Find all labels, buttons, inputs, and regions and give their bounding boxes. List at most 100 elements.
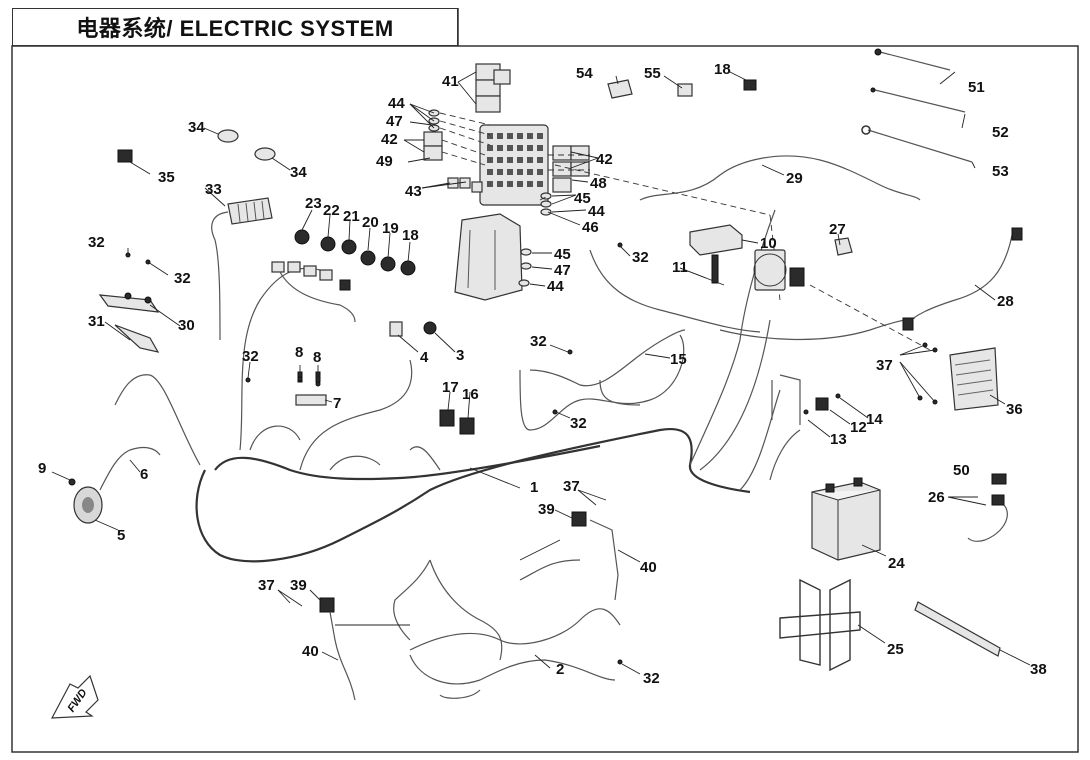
cable-52	[874, 89, 966, 113]
callout-40b: 40	[302, 643, 319, 660]
callout-31: 31	[88, 313, 105, 330]
part-34a	[217, 129, 239, 143]
module-10	[689, 224, 805, 291]
bolt-9	[68, 478, 76, 486]
callout-3: 3	[456, 347, 464, 364]
fwd-arrow: FWD	[50, 674, 99, 719]
callout-44b: 44	[588, 203, 605, 220]
horn-5	[73, 446, 161, 524]
callout-6: 6	[140, 466, 148, 483]
callout-37a: 37	[876, 357, 893, 374]
callout-9: 9	[38, 460, 46, 477]
callout-42a: 42	[381, 131, 398, 148]
callout-29: 29	[786, 170, 803, 187]
callout-18-top: 18	[714, 61, 731, 78]
sensor-40b	[329, 611, 356, 701]
callout-45b: 45	[554, 246, 571, 263]
callout-2: 2	[556, 661, 564, 678]
battery-bracket-25	[779, 578, 861, 672]
callout-50: 50	[953, 462, 970, 479]
callout-54: 54	[576, 65, 593, 82]
callout-7: 7	[333, 395, 341, 412]
harness-15	[519, 334, 685, 431]
callout-49: 49	[376, 153, 393, 170]
callout-32d: 32	[530, 333, 547, 350]
connector-cluster	[271, 261, 356, 323]
callout-10: 10	[760, 235, 777, 252]
leader-lines	[51, 71, 1031, 675]
part-4	[389, 321, 403, 337]
callout-32b: 32	[174, 270, 191, 287]
callout-47b: 47	[554, 262, 571, 279]
callout-40a: 40	[640, 559, 657, 576]
callout-32c: 32	[242, 348, 259, 365]
battery-24	[811, 477, 881, 561]
sensor-39b	[319, 597, 335, 613]
callout-15: 15	[670, 351, 687, 368]
callout-39a: 39	[538, 501, 555, 518]
callout-42b: 42	[596, 151, 613, 168]
callout-36: 36	[1006, 401, 1023, 418]
callout-39b: 39	[290, 577, 307, 594]
part-3	[423, 321, 437, 335]
callout-53: 53	[992, 163, 1009, 180]
part-50	[991, 473, 1007, 485]
callout-48: 48	[590, 175, 607, 192]
sub-harness-2	[393, 559, 621, 699]
harness-28	[904, 234, 1013, 326]
callout-24: 24	[888, 555, 905, 572]
callout-18: 18	[402, 227, 419, 244]
sensor-26	[967, 499, 1008, 542]
callout-52: 52	[992, 124, 1009, 141]
callout-20: 20	[362, 214, 379, 231]
bracket-30-31	[98, 292, 160, 353]
callout-19: 19	[382, 220, 399, 237]
callout-26: 26	[928, 489, 945, 506]
callout-27: 27	[829, 221, 846, 238]
callout-28: 28	[997, 293, 1014, 310]
part-54	[607, 79, 633, 99]
callout-5: 5	[117, 527, 125, 544]
callout-34b: 34	[290, 164, 307, 181]
sensor-40a	[589, 519, 619, 601]
callout-55: 55	[644, 65, 661, 82]
cable-51	[879, 51, 951, 71]
callout-labels: 1 2 3 4 5 6 7 8 8 9 10 11 12 13 14 15 16…	[38, 61, 1047, 687]
callout-46: 46	[582, 219, 599, 236]
callout-43: 43	[405, 183, 422, 200]
ecu-36	[917, 342, 999, 411]
sensor-39a	[571, 511, 587, 527]
part-55	[677, 83, 693, 97]
assembly-lines	[439, 112, 931, 351]
part-16	[459, 417, 475, 435]
callout-25: 25	[887, 641, 904, 658]
callout-16: 16	[462, 386, 479, 403]
callout-4: 4	[420, 349, 429, 366]
callout-44c: 44	[547, 278, 564, 295]
callout-34a: 34	[188, 119, 205, 136]
callout-17: 17	[442, 379, 459, 396]
callout-51: 51	[968, 79, 985, 96]
part-35	[117, 149, 133, 163]
callout-11: 11	[672, 259, 688, 276]
callout-44a: 44	[388, 95, 405, 112]
callout-47a: 47	[386, 113, 403, 130]
page-title: 电器系统/ ELECTRIC SYSTEM	[12, 8, 458, 46]
battery-strap-38	[914, 601, 1001, 657]
part-34b	[254, 147, 276, 161]
callout-12: 12	[850, 419, 867, 436]
callout-30: 30	[178, 317, 195, 334]
part-12	[815, 397, 829, 411]
callout-23: 23	[305, 195, 322, 212]
callout-32g: 32	[643, 670, 660, 687]
callout-37c: 37	[563, 478, 580, 495]
callout-22: 22	[323, 202, 340, 219]
callout-32a: 32	[88, 234, 105, 251]
part-18-top	[743, 79, 757, 91]
callout-8a: 8	[295, 344, 303, 361]
clip-27	[834, 237, 853, 256]
regulator-33	[211, 197, 273, 341]
border	[11, 45, 1079, 753]
